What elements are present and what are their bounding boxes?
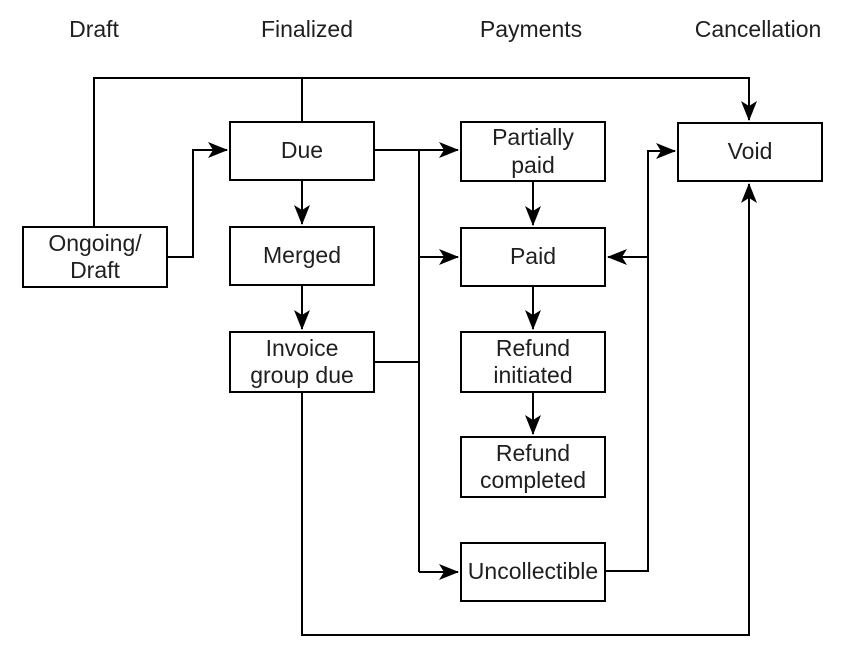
edge-ongoing-draft-to-void xyxy=(93,77,757,226)
node-paid: Paid xyxy=(460,227,606,287)
node-refund-initiated: Refund initiated xyxy=(460,331,606,393)
column-header-cancellation: Cancellation xyxy=(694,16,822,42)
column-header-draft: Draft xyxy=(69,16,119,42)
edge-uncollectible-to-void xyxy=(606,143,676,572)
column-header-finalized: Finalized xyxy=(260,16,354,42)
node-invoice-group-due: Invoice group due xyxy=(229,331,375,393)
node-merged: Merged xyxy=(229,226,375,286)
node-refund-completed: Refund completed xyxy=(460,436,606,498)
edge-invoice-group-due-to-void-bottom xyxy=(301,183,757,636)
edge-ongoing-draft-to-due xyxy=(167,142,228,258)
column-header-payments: Payments xyxy=(479,16,583,42)
node-due: Due xyxy=(229,121,375,181)
node-void: Void xyxy=(677,122,823,182)
node-partially-paid: Partially paid xyxy=(460,121,606,182)
node-uncollectible: Uncollectible xyxy=(460,542,606,602)
node-ongoing-draft: Ongoing/ Draft xyxy=(22,226,168,288)
